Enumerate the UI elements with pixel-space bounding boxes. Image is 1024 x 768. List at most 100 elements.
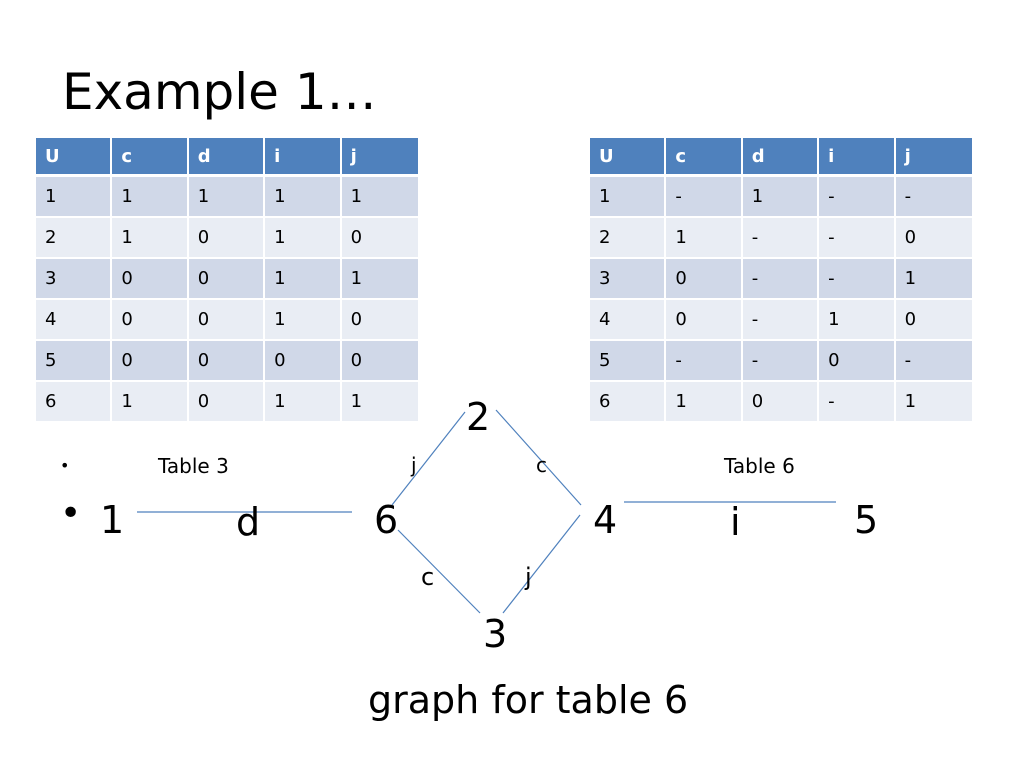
edge-label-6-3: c xyxy=(421,563,435,591)
table-6-header-i: i xyxy=(819,138,896,177)
table-6-header-d: d xyxy=(742,138,820,177)
table-row: 6 1 0 1 1 xyxy=(36,382,418,423)
table-cell: 1 xyxy=(36,177,113,218)
table-cell: 1 xyxy=(819,300,896,341)
table-row: 5 - - 0 - xyxy=(590,341,972,382)
table-cell: 1 xyxy=(265,177,342,218)
table-cell: 0 xyxy=(819,341,896,382)
table-cell: - xyxy=(742,341,820,382)
table-cell: 1 xyxy=(341,177,418,218)
table-cell: 1 xyxy=(112,177,189,218)
graph-node-3: 3 xyxy=(483,612,508,656)
table-cell: - xyxy=(895,177,972,218)
table-cell: 1 xyxy=(112,382,189,423)
table-cell: 0 xyxy=(188,259,266,300)
table-cell: 0 xyxy=(188,382,266,423)
table-6-caption: Table 6 xyxy=(724,454,795,478)
table-3-header-j: j xyxy=(341,138,418,177)
table-cell: 0 xyxy=(666,259,743,300)
table-6-header-c: c xyxy=(666,138,743,177)
table-row: 3 0 - - 1 xyxy=(590,259,972,300)
table-cell: 1 xyxy=(265,259,342,300)
table-cell: 4 xyxy=(590,300,667,341)
table-cell: 1 xyxy=(590,177,667,218)
table-3: U c d i j 1 1 1 1 1 2 1 0 1 0 xyxy=(36,138,418,423)
edge-label-1-6: d xyxy=(236,500,261,544)
edge-label-4-5: i xyxy=(730,500,741,544)
edge-label-3-4: j xyxy=(525,563,532,591)
table-cell: 1 xyxy=(742,177,820,218)
table-cell: 3 xyxy=(590,259,667,300)
table-cell: 0 xyxy=(895,218,972,259)
table-cell: 2 xyxy=(590,218,667,259)
table-cell: 5 xyxy=(36,341,113,382)
table-cell: 0 xyxy=(112,259,189,300)
table-cell: - xyxy=(819,177,896,218)
table-cell: - xyxy=(895,341,972,382)
edge-6-3 xyxy=(397,529,481,614)
table-row: 2 1 - - 0 xyxy=(590,218,972,259)
table-cell: 0 xyxy=(666,300,743,341)
table-row: 1 - 1 - - xyxy=(590,177,972,218)
bullet-big: • xyxy=(60,493,82,534)
table-cell: 0 xyxy=(265,341,342,382)
table-row: 3 0 0 1 1 xyxy=(36,259,418,300)
table-cell: 1 xyxy=(666,218,743,259)
table-cell: 0 xyxy=(188,300,266,341)
bullet-small: • xyxy=(60,456,70,475)
table-6: U c d i j 1 - 1 - - 2 1 - - 0 xyxy=(590,138,972,423)
table-3-header-c: c xyxy=(112,138,189,177)
table-cell: 2 xyxy=(36,218,113,259)
slide-title: Example 1… xyxy=(62,63,377,121)
table-cell: 0 xyxy=(112,341,189,382)
table-row: 4 0 0 1 0 xyxy=(36,300,418,341)
table-3-header-i: i xyxy=(265,138,342,177)
table-row: 6 1 0 - 1 xyxy=(590,382,972,423)
table-row: 1 1 1 1 1 xyxy=(36,177,418,218)
table-cell: 0 xyxy=(112,300,189,341)
table-cell: 0 xyxy=(188,218,266,259)
table-cell: 0 xyxy=(895,300,972,341)
edge-label-2-4: c xyxy=(536,453,547,477)
table-cell: 1 xyxy=(265,382,342,423)
graph-caption: graph for table 6 xyxy=(368,678,689,722)
table-row: 2 1 0 1 0 xyxy=(36,218,418,259)
edge-label-6-2: j xyxy=(411,453,417,477)
table-cell: 4 xyxy=(36,300,113,341)
edge-3-4 xyxy=(502,514,581,614)
table-3-caption: Table 3 xyxy=(158,454,229,478)
graph-node-2: 2 xyxy=(466,395,491,439)
table-cell: 0 xyxy=(341,218,418,259)
table-6-header-u: U xyxy=(590,138,667,177)
table-cell: - xyxy=(819,259,896,300)
table-cell: - xyxy=(666,341,743,382)
table-3-header-row: U c d i j xyxy=(36,138,418,177)
table-cell: 1 xyxy=(265,218,342,259)
table-cell: 1 xyxy=(112,218,189,259)
table-6-header-row: U c d i j xyxy=(590,138,972,177)
table-cell: 1 xyxy=(895,259,972,300)
table-row: 5 0 0 0 0 xyxy=(36,341,418,382)
table-cell: - xyxy=(742,218,820,259)
table-cell: 0 xyxy=(742,382,820,423)
table-row: 4 0 - 1 0 xyxy=(590,300,972,341)
table-cell: 0 xyxy=(341,341,418,382)
table-cell: - xyxy=(742,259,820,300)
table-cell: 1 xyxy=(341,382,418,423)
table-cell: 1 xyxy=(895,382,972,423)
table-cell: - xyxy=(819,382,896,423)
graph-node-4: 4 xyxy=(593,498,618,542)
table-cell: 1 xyxy=(265,300,342,341)
table-3-header-d: d xyxy=(188,138,266,177)
table-cell: - xyxy=(819,218,896,259)
table-cell: 1 xyxy=(188,177,266,218)
graph-node-1: 1 xyxy=(100,498,125,542)
table-cell: - xyxy=(666,177,743,218)
table-6-header-j: j xyxy=(895,138,972,177)
table-3-header-u: U xyxy=(36,138,113,177)
graph-node-5: 5 xyxy=(854,498,879,542)
table-cell: 0 xyxy=(341,300,418,341)
graph-node-6: 6 xyxy=(374,498,399,542)
table-cell: 6 xyxy=(590,382,667,423)
table-cell: 1 xyxy=(666,382,743,423)
